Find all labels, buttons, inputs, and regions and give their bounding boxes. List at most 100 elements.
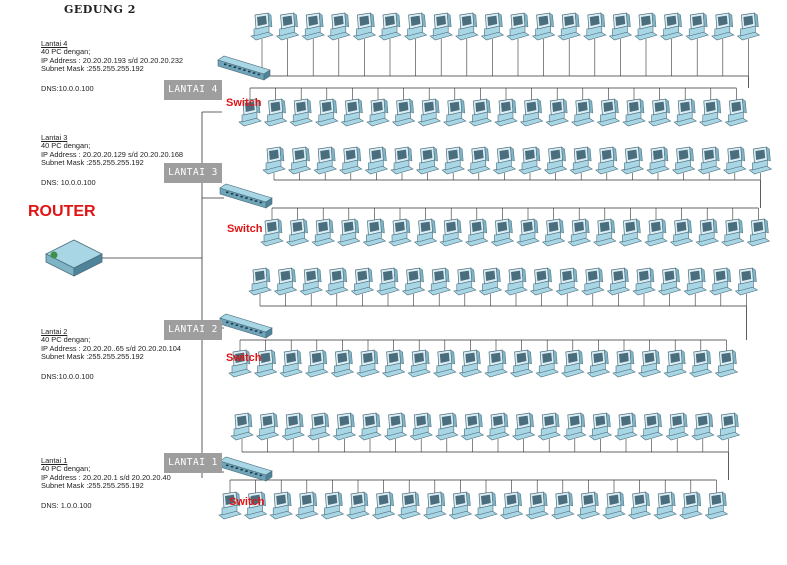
pc-icon — [518, 146, 542, 175]
pc-icon — [704, 491, 729, 520]
switch-label-lantai-3: Switch — [227, 223, 263, 235]
pc-icon — [413, 218, 438, 247]
pc-icon — [723, 146, 747, 175]
pc-icon — [474, 491, 498, 520]
pc-icon — [606, 267, 631, 296]
floor-heading: Lantai 1 — [41, 456, 68, 465]
pc-icon — [563, 412, 587, 441]
pc-count: 40 PC dengan; — [41, 335, 91, 345]
pc-icon — [383, 412, 408, 441]
pc-icon — [697, 146, 721, 175]
subnet-mask: Subnet Mask :255.255.255.192 — [41, 352, 144, 362]
pc-icon — [689, 349, 713, 378]
pc-icon — [525, 491, 549, 520]
pc-icon — [468, 98, 493, 127]
pc-icon — [581, 267, 605, 296]
pc-icon — [537, 412, 561, 441]
floor-heading: Lantai 3 — [41, 133, 68, 142]
dns-server: DNS:10.0.0.100 — [41, 83, 94, 93]
floor-tag-lantai-2: LANTAI 2 — [164, 320, 222, 340]
pc-icon — [637, 349, 662, 378]
pc-icon — [511, 412, 536, 441]
pc-icon — [653, 491, 677, 520]
pc-icon — [260, 218, 284, 247]
pc-icon — [376, 267, 400, 296]
pc-icon — [364, 146, 389, 175]
pc-icon — [588, 412, 613, 441]
pc-icon — [531, 12, 556, 41]
pc-icon — [716, 412, 741, 441]
pc-icon — [646, 146, 670, 175]
pc-icon — [671, 146, 696, 175]
pc-icon — [346, 491, 370, 520]
pc-icon — [263, 98, 288, 127]
pc-icon — [415, 146, 440, 175]
pc-icon — [545, 98, 569, 127]
ip-range: IP Address : 20.20.20.1 s/d 20.20.20.40 — [41, 472, 171, 482]
pc-icon — [289, 98, 313, 127]
pc-icon — [569, 146, 593, 175]
floor-info-lantai-4: Lantai 4 40 PC dengan; IP Address : 20.2… — [41, 39, 211, 93]
pc-icon — [339, 146, 363, 175]
pc-icon — [669, 218, 694, 247]
pc-icon — [618, 218, 643, 247]
pc-icon — [401, 267, 426, 296]
pc-icon — [634, 12, 658, 41]
pc-icon — [315, 98, 339, 127]
pc-icon — [620, 146, 645, 175]
pc-icon — [362, 218, 387, 247]
pc-icon — [586, 349, 611, 378]
pc-icon — [509, 349, 534, 378]
pc-icon — [311, 218, 335, 247]
pc-icon — [327, 12, 351, 41]
pc-icon — [397, 491, 421, 520]
pc-icon — [381, 349, 406, 378]
pc-icon — [238, 98, 262, 127]
pc-icon — [287, 146, 312, 175]
pc-icon — [409, 412, 433, 441]
pc-icon — [595, 146, 619, 175]
pc-icon — [441, 146, 465, 175]
pc-icon — [748, 146, 773, 175]
pc-icon — [403, 12, 428, 41]
pc-icon — [576, 491, 601, 520]
pc-icon — [448, 491, 473, 520]
pc-icon — [228, 349, 252, 378]
switch-icon — [219, 183, 273, 209]
pc-icon — [340, 98, 365, 127]
pc-icon — [390, 146, 414, 175]
subnet-mask: Subnet Mask :255.255.255.192 — [41, 64, 144, 74]
pc-icon — [663, 349, 687, 378]
pc-icon — [622, 98, 646, 127]
pc-icon — [439, 218, 463, 247]
pc-icon — [724, 98, 749, 127]
pc-icon — [657, 267, 682, 296]
pc-icon — [571, 98, 595, 127]
pc-icon — [281, 412, 305, 441]
pc-icon — [683, 267, 707, 296]
pc-icon — [350, 267, 375, 296]
pc-icon — [453, 267, 477, 296]
pc-icon — [647, 98, 672, 127]
pc-icon — [519, 98, 544, 127]
pc-icon — [417, 98, 441, 127]
pc-icon — [492, 146, 517, 175]
pc-icon — [388, 218, 412, 247]
pc-icon — [243, 491, 268, 520]
pc-icon — [721, 218, 745, 247]
pc-icon — [746, 218, 771, 247]
pc-icon — [332, 412, 357, 441]
pc-icon — [695, 218, 719, 247]
pc-icon — [551, 491, 575, 520]
pc-icon — [269, 491, 293, 520]
pc-icon — [330, 349, 355, 378]
floor-tag-lantai-4: LANTAI 4 — [164, 80, 222, 100]
pc-icon — [711, 12, 735, 41]
pc-icon — [516, 218, 540, 247]
pc-icon — [307, 412, 331, 441]
dns-server: DNS: 10.0.0.100 — [41, 177, 96, 187]
pc-icon — [593, 218, 617, 247]
pc-icon — [480, 12, 505, 41]
floor-heading: Lantai 2 — [41, 327, 68, 336]
pc-icon — [273, 267, 298, 296]
